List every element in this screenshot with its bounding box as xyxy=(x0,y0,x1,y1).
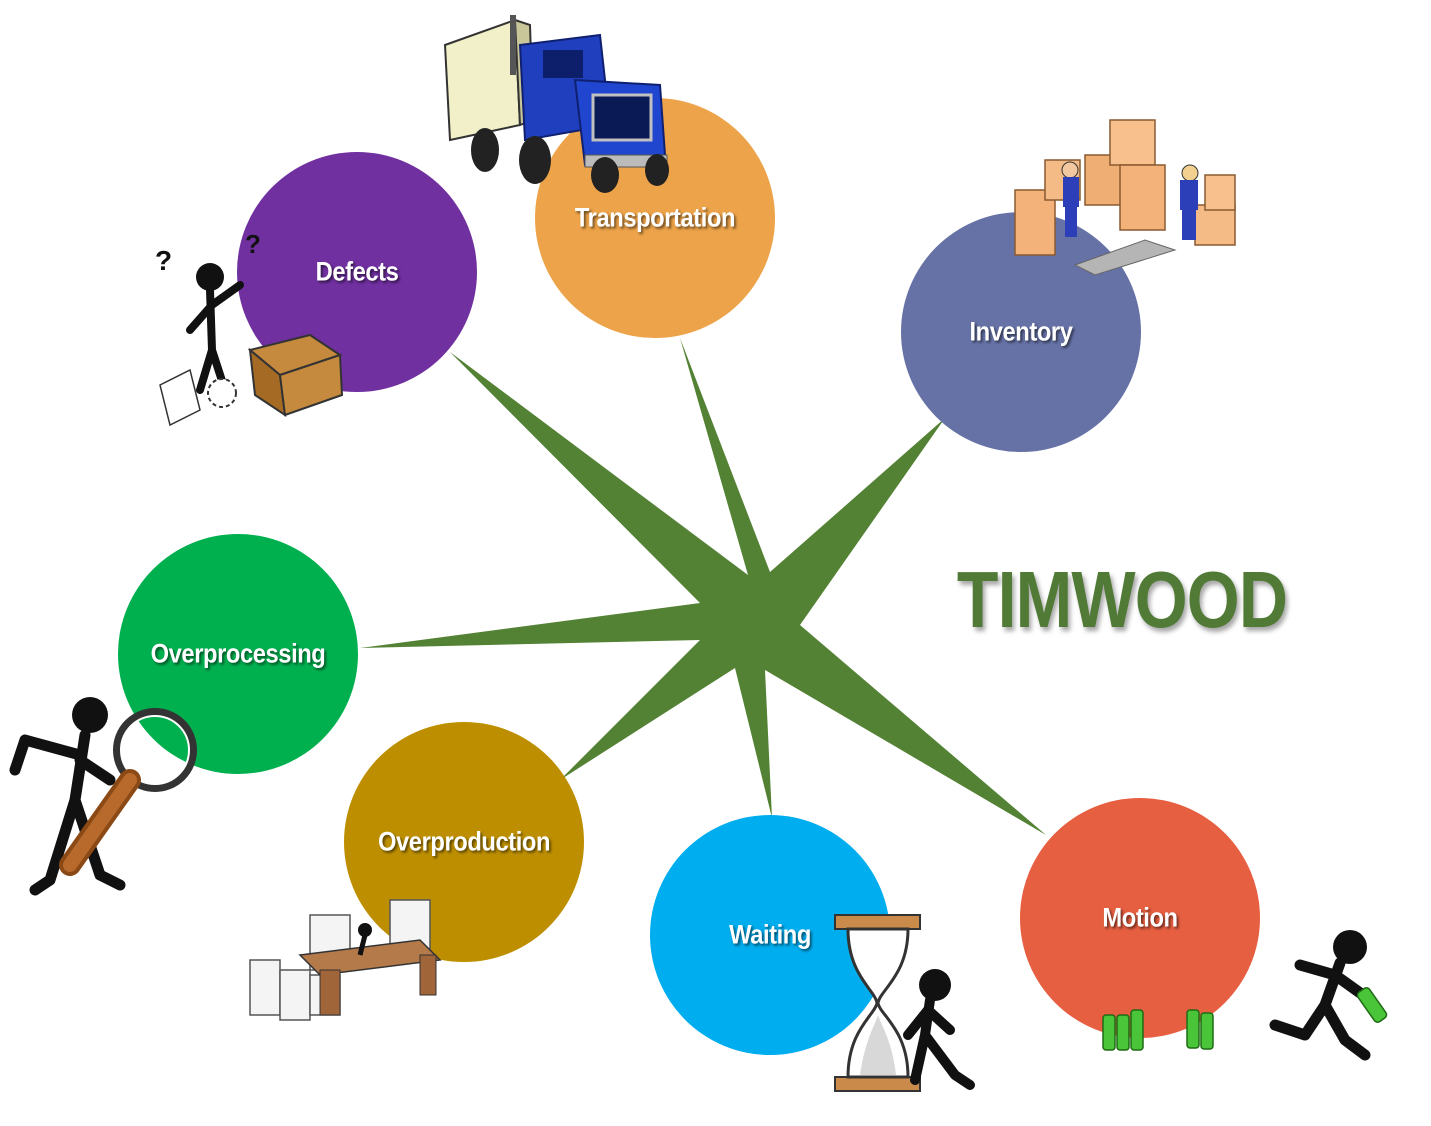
truck-icon xyxy=(443,15,669,193)
svg-text:?: ? xyxy=(155,245,172,276)
node-label-defects: Defects xyxy=(315,256,399,287)
node-circle-defects xyxy=(237,152,477,392)
node-label-transportation: Transportation xyxy=(574,202,736,233)
magnifying-glass-icon xyxy=(9,697,197,896)
node-circle-motion xyxy=(1020,798,1260,1038)
running-figure-icon xyxy=(1102,930,1388,1061)
hourglass-icon xyxy=(834,914,975,1092)
node-circle-inventory xyxy=(901,212,1141,452)
paper-stacks-desk-icon xyxy=(249,899,442,1021)
svg-text:?: ? xyxy=(245,229,261,259)
node-label-overproduction: Overproduction xyxy=(377,826,551,857)
node-circle-waiting xyxy=(650,815,890,1055)
node-circle-overprocessing xyxy=(118,534,358,774)
node-label-inventory: Inventory xyxy=(969,316,1073,347)
node-label-overprocessing: Overprocessing xyxy=(150,638,326,669)
central-star xyxy=(360,338,1046,835)
confused-figure-box-icon: ? ? xyxy=(155,229,344,427)
diagram-title: TIMWOOD xyxy=(956,555,1288,644)
node-label-waiting: Waiting xyxy=(729,919,811,950)
node-label-motion: Motion xyxy=(1102,902,1178,933)
stacked-boxes-icon xyxy=(1014,119,1236,276)
